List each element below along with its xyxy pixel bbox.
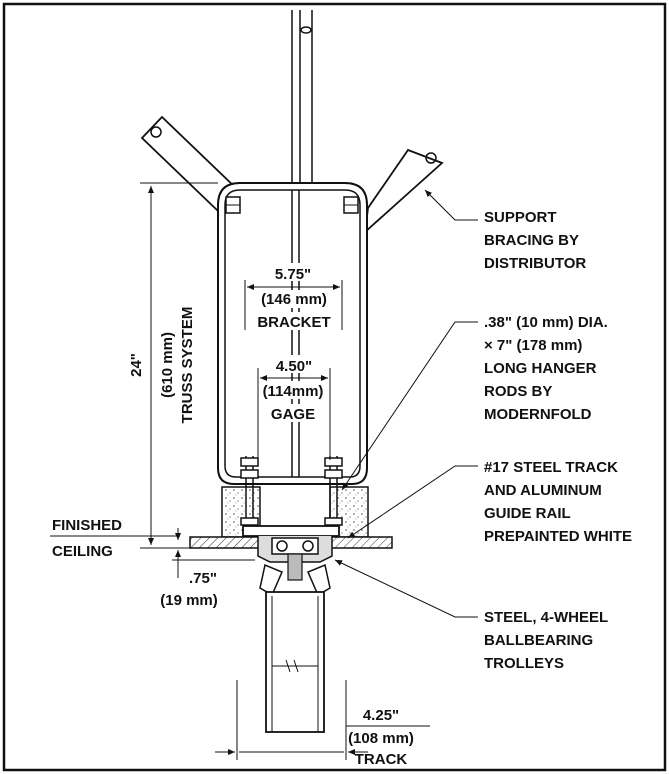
truss-dimension — [140, 182, 218, 549]
trolley-line1: STEEL, 4-WHEEL — [484, 609, 608, 626]
hanger-line3: LONG HANGER — [484, 360, 597, 377]
track-dim-metric: (108 mm) — [348, 730, 414, 747]
hanger-line1: .38" (10 mm) DIA. — [484, 314, 608, 331]
track-line3: GUIDE RAIL — [484, 505, 571, 522]
bracket-dim-label: BRACKET — [257, 314, 330, 331]
support-line2: BRACING BY — [484, 232, 579, 249]
hanger-rods — [240, 456, 343, 528]
track-dim-value: 4.25" — [363, 707, 399, 724]
finished-ceiling-line1: FINISHED — [52, 517, 122, 534]
truss-dim-metric: (610 mm) — [159, 332, 176, 398]
offset-dim-metric: (19 mm) — [160, 592, 218, 609]
steel-track — [242, 525, 340, 581]
finished-ceiling-label: FINISHED CEILING — [50, 517, 180, 560]
bracket-dim-metric: (146 mm) — [261, 291, 327, 308]
gage-dimension: 4.50" (114mm) GAGE — [257, 355, 331, 460]
right-brace — [363, 148, 444, 235]
track-line4: PREPAINTED WHITE — [484, 528, 632, 545]
truss-dim-label: TRUSS SYSTEM — [179, 307, 196, 424]
trolleys-callout: STEEL, 4-WHEEL BALLBEARING TROLLEYS — [484, 609, 608, 672]
steel-track-callout: #17 STEEL TRACK AND ALUMINUM GUIDE RAIL … — [484, 459, 632, 545]
gage-dim-label: GAGE — [271, 406, 315, 423]
truss-dim-value: 24" — [128, 353, 145, 377]
track-dim-label: TRACK — [355, 751, 408, 768]
support-line3: DISTRIBUTOR — [484, 255, 586, 272]
hanger-line5: MODERNFOLD — [484, 406, 592, 423]
track-line1: #17 STEEL TRACK — [484, 459, 618, 476]
track-dimension: 4.25" (108 mm) TRACK — [215, 680, 430, 768]
bracket-dim-value: 5.75" — [275, 266, 311, 283]
finished-ceiling-line2: CEILING — [52, 543, 113, 560]
leader-lines — [334, 189, 478, 618]
offset-dimension: .75" (19 mm) — [160, 528, 255, 609]
hanger-line4: RODS BY — [484, 383, 552, 400]
trolley-line2: BALLBEARING — [484, 632, 593, 649]
trolley-line3: TROLLEYS — [484, 655, 564, 672]
gage-dim-value: 4.50" — [276, 358, 312, 375]
bracket-dimension: 5.75" (146 mm) BRACKET — [244, 263, 343, 331]
support-line1: SUPPORT — [484, 209, 557, 226]
door-panel — [265, 591, 325, 733]
hanger-line2: × 7" (178 mm) — [484, 337, 582, 354]
hanger-rods-callout: .38" (10 mm) DIA. × 7" (178 mm) LONG HAN… — [484, 314, 608, 423]
truss-box — [217, 182, 368, 485]
gage-dim-metric: (114mm) — [263, 383, 324, 400]
offset-dim-value: .75" — [189, 570, 217, 587]
track-line2: AND ALUMINUM — [484, 482, 602, 499]
support-bracing-callout: SUPPORT BRACING BY DISTRIBUTOR — [484, 209, 586, 272]
